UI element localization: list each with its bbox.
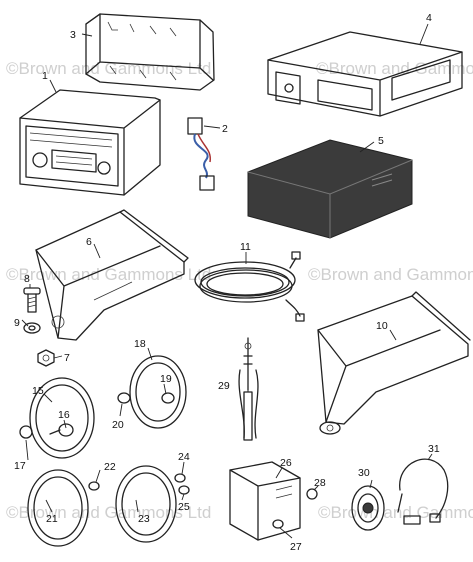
parts-21-22-speaker-grille bbox=[27, 469, 100, 547]
callout-8: 8 bbox=[24, 273, 30, 285]
parts-7-8-9-fixings bbox=[23, 287, 55, 367]
callout-27: 27 bbox=[290, 541, 302, 553]
callout-19: 19 bbox=[160, 373, 172, 385]
callout-1: 1 bbox=[42, 70, 48, 82]
callout-22: 22 bbox=[104, 461, 116, 473]
callout-16: 16 bbox=[58, 409, 70, 421]
part-31-speaker-wire bbox=[397, 458, 449, 525]
callout-18: 18 bbox=[134, 338, 146, 350]
callout-29: 29 bbox=[218, 380, 230, 392]
part-5-cd-magazine bbox=[247, 139, 413, 239]
part-11-aerial-cable bbox=[194, 251, 305, 322]
callout-21: 21 bbox=[46, 513, 58, 525]
callout-26: 26 bbox=[280, 457, 292, 469]
watermark-3: ©Brown and Gammons Ltd bbox=[6, 265, 211, 284]
callout-23: 23 bbox=[138, 513, 150, 525]
callout-11: 11 bbox=[240, 241, 251, 253]
callout-31: 31 bbox=[428, 443, 440, 455]
part-2-wiring-harness bbox=[187, 117, 215, 191]
part-1-radio-cassette bbox=[19, 89, 161, 196]
callout-9: 9 bbox=[14, 317, 20, 329]
watermark-4: ©Brown and Gammons Ltd bbox=[308, 265, 473, 284]
callout-6: 6 bbox=[86, 236, 92, 248]
parts-26-27-28-amplifier bbox=[229, 461, 318, 541]
callout-24: 24 bbox=[178, 451, 190, 463]
callout-30: 30 bbox=[358, 467, 370, 479]
watermark-layer: ©Brown and Gammons Ltd ©Brown and Gammon… bbox=[6, 59, 473, 522]
watermark-6: ©Brown and Gammons Ltd bbox=[318, 503, 473, 522]
parts-23-24-25-speaker-grille bbox=[115, 465, 190, 543]
callout-10: 10 bbox=[376, 320, 388, 332]
parts-18-19-20-speaker-ring bbox=[117, 355, 187, 429]
watermark-2: ©Brown and Gammons Ltd bbox=[316, 59, 473, 78]
callout-20: 20 bbox=[112, 419, 124, 431]
callout-3: 3 bbox=[70, 29, 76, 41]
part-30-tweeter bbox=[351, 485, 385, 531]
parts-15-16-17-speaker-ring bbox=[19, 377, 95, 459]
callout-15: 15 bbox=[32, 385, 44, 397]
callout-28: 28 bbox=[314, 477, 326, 489]
part-29-aerial bbox=[238, 337, 259, 441]
part-3-mounting-cage bbox=[85, 13, 215, 91]
watermark-1: ©Brown and Gammons Ltd bbox=[6, 59, 211, 78]
part-10-mounting-bracket bbox=[317, 291, 471, 435]
callout-7: 7 bbox=[64, 352, 70, 364]
part-6-mounting-bracket bbox=[35, 209, 189, 341]
callout-5: 5 bbox=[378, 135, 384, 147]
callout-2: 2 bbox=[222, 123, 228, 135]
callout-25: 25 bbox=[178, 501, 190, 513]
callout-17: 17 bbox=[14, 460, 26, 472]
callout-labels: 1 2 3 4 5 6 7 8 9 10 11 15 16 17 18 19 2… bbox=[14, 12, 440, 553]
part-4-cd-changer bbox=[267, 31, 463, 117]
leader-lines bbox=[21, 23, 433, 539]
watermark-5: ©Brown and Gammons Ltd bbox=[6, 503, 211, 522]
callout-4: 4 bbox=[426, 12, 432, 24]
